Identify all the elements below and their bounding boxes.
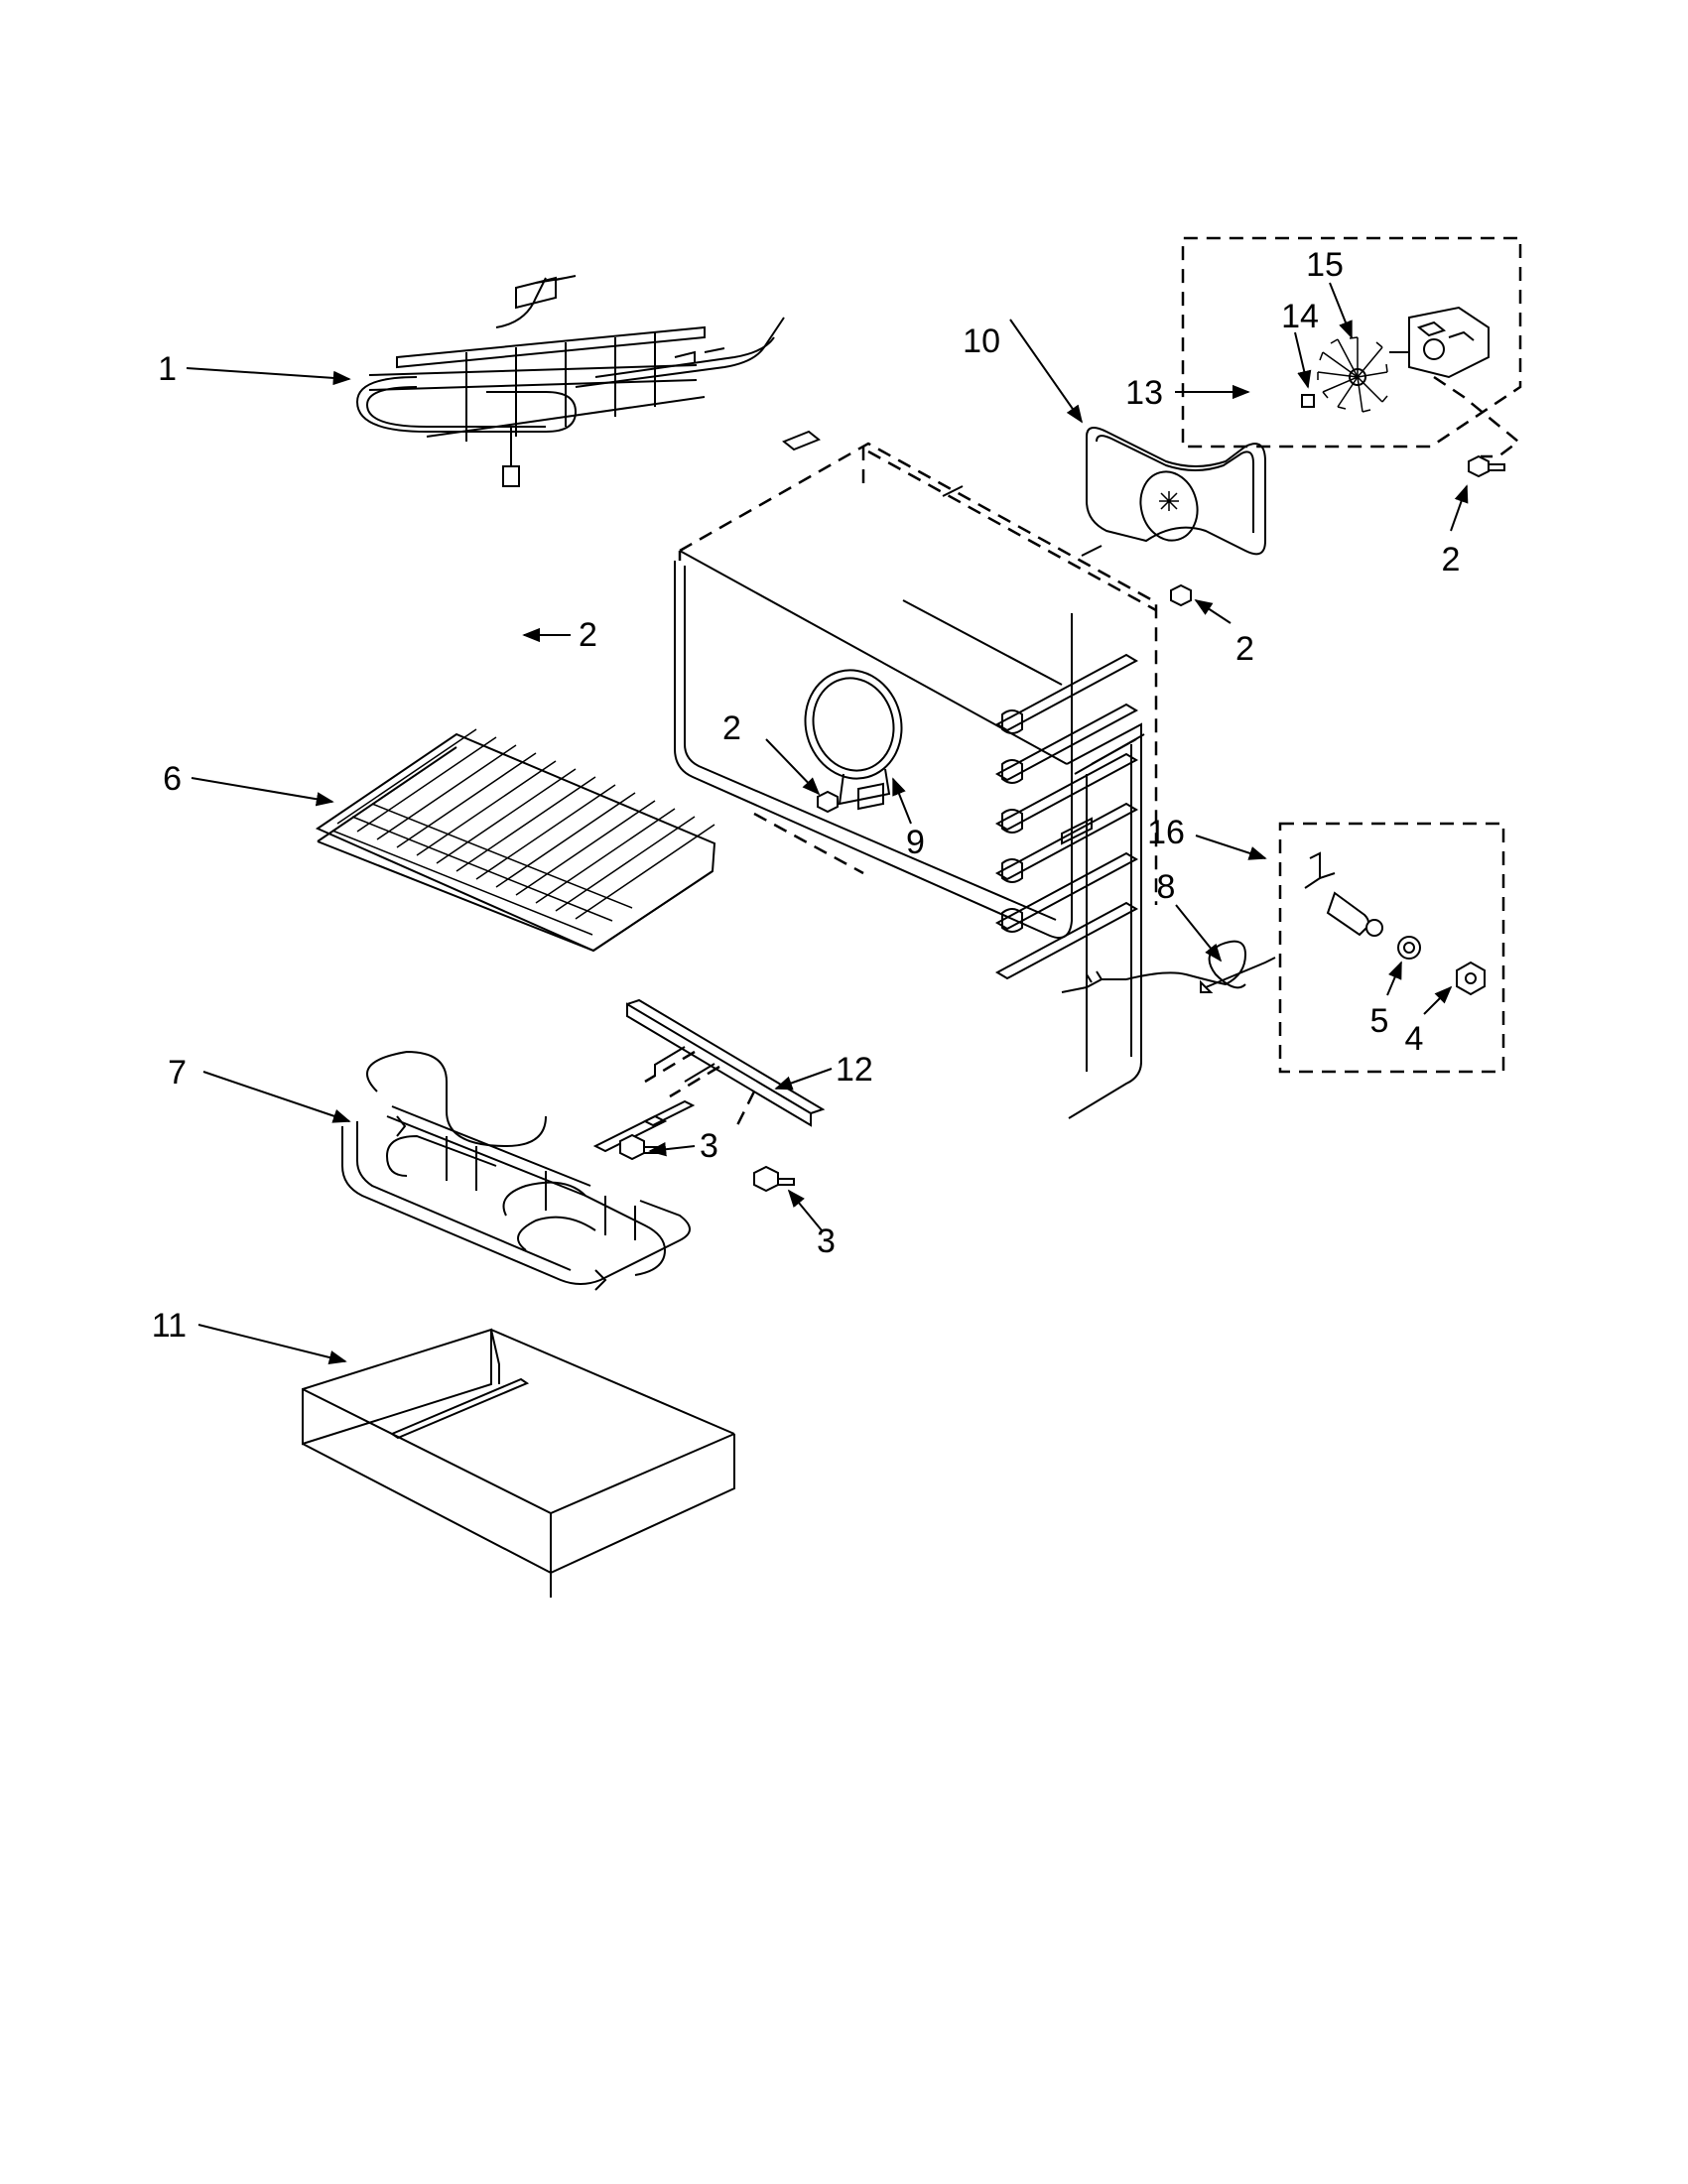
leader-4 bbox=[1423, 985, 1453, 1015]
broil-element bbox=[355, 275, 785, 487]
callout-7: 7 bbox=[168, 1054, 187, 1092]
leader-1 bbox=[186, 367, 351, 386]
convection-element-ring bbox=[804, 669, 903, 780]
bake-element bbox=[341, 1050, 696, 1291]
callout-15: 15 bbox=[1306, 246, 1344, 284]
element-bracket bbox=[626, 998, 826, 1132]
sensor-washer-5 bbox=[1397, 936, 1421, 960]
screw-2b bbox=[817, 790, 839, 814]
group-16-boundary bbox=[1278, 822, 1505, 1074]
fan-nut-14 bbox=[1301, 394, 1315, 408]
callout-3a: 3 bbox=[700, 1127, 718, 1165]
leader-6 bbox=[191, 777, 334, 807]
screw-2d bbox=[1468, 454, 1505, 478]
callout-4: 4 bbox=[1405, 1020, 1424, 1058]
convection-fan-motor bbox=[1389, 306, 1490, 379]
leader-2c bbox=[1194, 599, 1232, 624]
callout-14: 14 bbox=[1281, 298, 1319, 335]
callout-6: 6 bbox=[163, 760, 182, 798]
drawer-pan bbox=[302, 1328, 735, 1598]
leader-8 bbox=[1175, 904, 1223, 963]
screw-3b bbox=[753, 1165, 795, 1193]
callout-5: 5 bbox=[1370, 1002, 1389, 1040]
callout-3b: 3 bbox=[817, 1222, 836, 1260]
callout-2d: 2 bbox=[1442, 541, 1461, 578]
sensor-nut-4 bbox=[1456, 961, 1486, 996]
callout-16: 16 bbox=[1147, 814, 1185, 851]
screw-3a bbox=[619, 1133, 661, 1161]
callout-2b: 2 bbox=[722, 709, 741, 747]
callout-2a: 2 bbox=[579, 616, 597, 654]
screw-2c bbox=[1170, 583, 1192, 607]
leader-15 bbox=[1329, 282, 1353, 339]
callout-11: 11 bbox=[152, 1307, 187, 1345]
callout-1: 1 bbox=[158, 350, 177, 388]
callout-2c: 2 bbox=[1235, 630, 1254, 668]
leader-16 bbox=[1195, 835, 1267, 860]
leader-2b bbox=[765, 738, 821, 796]
leader-11 bbox=[197, 1324, 347, 1365]
callout-10: 10 bbox=[963, 322, 1000, 360]
oven-cavity bbox=[674, 430, 1158, 1119]
leader-7 bbox=[202, 1071, 351, 1123]
leader-3b bbox=[787, 1189, 823, 1231]
leader-2d bbox=[1450, 484, 1469, 532]
fan-cover bbox=[1086, 427, 1266, 556]
leader-5 bbox=[1386, 961, 1402, 996]
leader-3a bbox=[648, 1142, 696, 1157]
oven-temperature-sensor bbox=[1304, 851, 1383, 937]
leader-10 bbox=[1009, 319, 1084, 424]
callout-9: 9 bbox=[906, 824, 925, 861]
oven-rack bbox=[315, 728, 716, 953]
meat-probe bbox=[1061, 940, 1276, 993]
leader-9 bbox=[892, 777, 912, 825]
callout-12: 12 bbox=[836, 1051, 873, 1089]
leader-14 bbox=[1294, 331, 1312, 389]
fan-blade bbox=[1317, 336, 1388, 413]
motor-screw-path bbox=[1433, 375, 1521, 458]
leader-12 bbox=[774, 1068, 833, 1091]
callout-8: 8 bbox=[1157, 868, 1176, 906]
callout-13: 13 bbox=[1125, 374, 1163, 412]
